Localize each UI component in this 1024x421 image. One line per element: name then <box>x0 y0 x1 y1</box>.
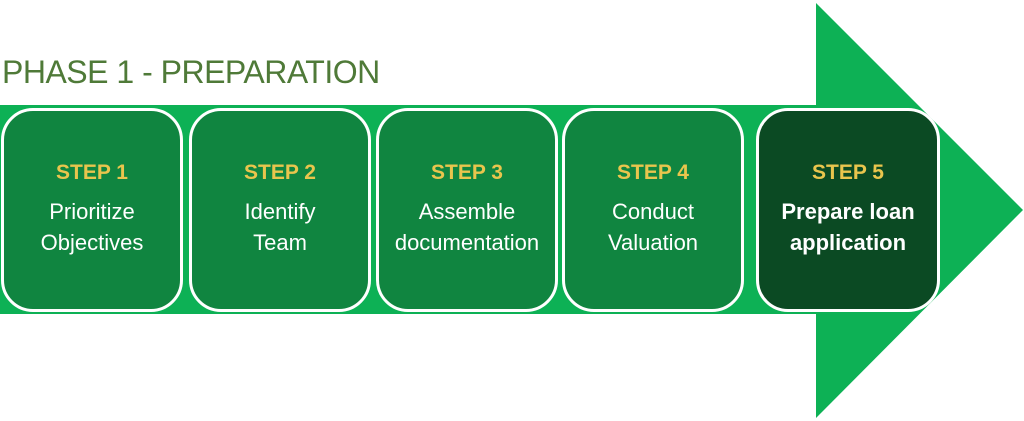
step-5-label: STEP 5 <box>812 161 884 185</box>
step-2-text: Identify Team <box>244 199 316 255</box>
step-box-3: STEP 3 Assemble documentation <box>376 108 558 312</box>
step-box-4: STEP 4 Conduct Valuation <box>562 108 744 312</box>
step-3-text: Assemble documentation <box>394 199 540 255</box>
step-1-text: Prioritize Objectives <box>40 199 144 255</box>
step-3-label: STEP 3 <box>431 161 503 185</box>
step-4-text: Conduct Valuation <box>607 199 699 255</box>
step-2-label: STEP 2 <box>244 161 316 185</box>
phase-title: PHASE 1 - PREPARATION <box>2 54 380 90</box>
step-5-text: Prepare loan application <box>781 199 915 255</box>
step-box-5-final: STEP 5 Prepare loan application <box>756 108 940 312</box>
step-box-1: STEP 1 Prioritize Objectives <box>1 108 183 312</box>
step-1-label: STEP 1 <box>56 161 128 185</box>
step-box-2: STEP 2 Identify Team <box>189 108 371 312</box>
step-4-label: STEP 4 <box>617 161 689 185</box>
